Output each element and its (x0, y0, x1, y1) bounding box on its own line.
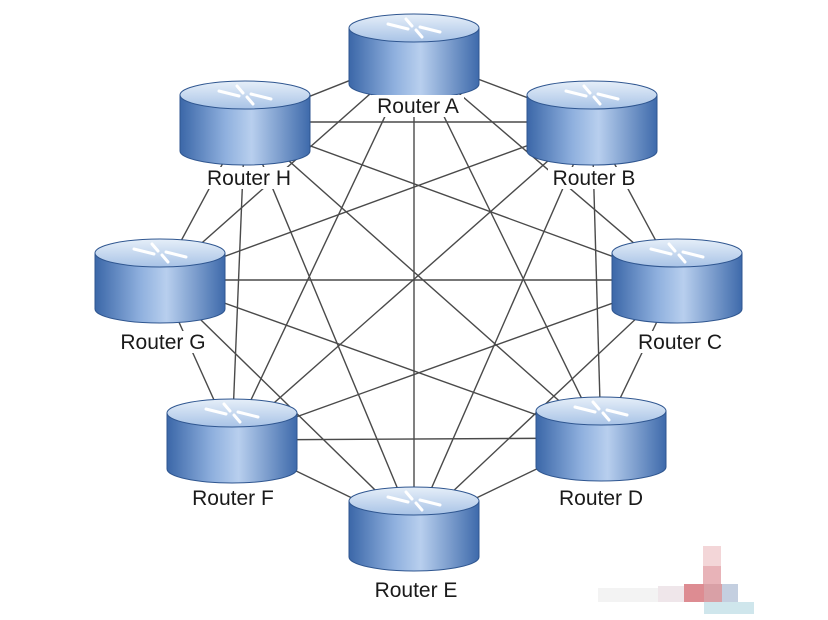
router-d: Router D (535, 396, 667, 510)
link-c-h (244, 121, 678, 281)
router-e: Router E (348, 486, 480, 602)
router-label-background (187, 487, 279, 509)
router-label-e: Router E (375, 579, 458, 602)
link-b-e (413, 121, 593, 529)
router-a: Router A (348, 13, 480, 118)
router-label-background (548, 167, 640, 189)
router-arrows-icon (564, 84, 620, 106)
watermark-blocks (598, 546, 768, 616)
router-icon (611, 252, 743, 324)
router-arrows-icon (386, 490, 442, 512)
router-b: Router B (526, 80, 658, 190)
router-arrows-icon (573, 400, 629, 422)
link-b-g (159, 121, 593, 281)
router-label-background (372, 95, 464, 117)
link-d-g (159, 279, 602, 439)
router-label-d: Router D (559, 487, 643, 510)
router-arrows-icon (386, 17, 442, 39)
router-icon (179, 94, 311, 166)
link-e-h (244, 121, 415, 529)
router-arrows-icon (217, 84, 273, 106)
router-icon (535, 410, 667, 482)
router-label-background (370, 579, 462, 601)
router-label-background (203, 167, 295, 189)
router-label-f: Router F (192, 487, 274, 510)
router-arrows-icon (204, 402, 260, 424)
router-label-a: Router A (377, 95, 459, 118)
link-d-h (244, 121, 602, 439)
router-label-background (117, 331, 209, 353)
router-icon (166, 412, 298, 484)
router-f: Router F (166, 398, 298, 510)
router-icon (348, 500, 480, 572)
router-arrows-icon (649, 242, 705, 264)
router-label-g: Router G (120, 331, 205, 354)
router-label-background (555, 487, 647, 509)
router-h: Router H (179, 80, 311, 190)
router-arrows-icon (132, 242, 188, 264)
router-label-h: Router H (207, 167, 291, 190)
link-c-f (231, 279, 678, 441)
router-label-background (634, 331, 726, 353)
link-b-f (231, 121, 593, 441)
router-icon (94, 252, 226, 324)
link-a-f (231, 54, 415, 441)
link-a-d (413, 54, 602, 439)
router-label-c: Router C (638, 331, 722, 354)
link-e-g (159, 279, 415, 529)
router-icon (526, 94, 658, 166)
router-label-b: Router B (553, 167, 636, 190)
router-g: Router G (94, 238, 226, 354)
router-c: Router C (611, 238, 743, 354)
routers: Router A Router B Router C Router D Router E… (94, 13, 743, 602)
